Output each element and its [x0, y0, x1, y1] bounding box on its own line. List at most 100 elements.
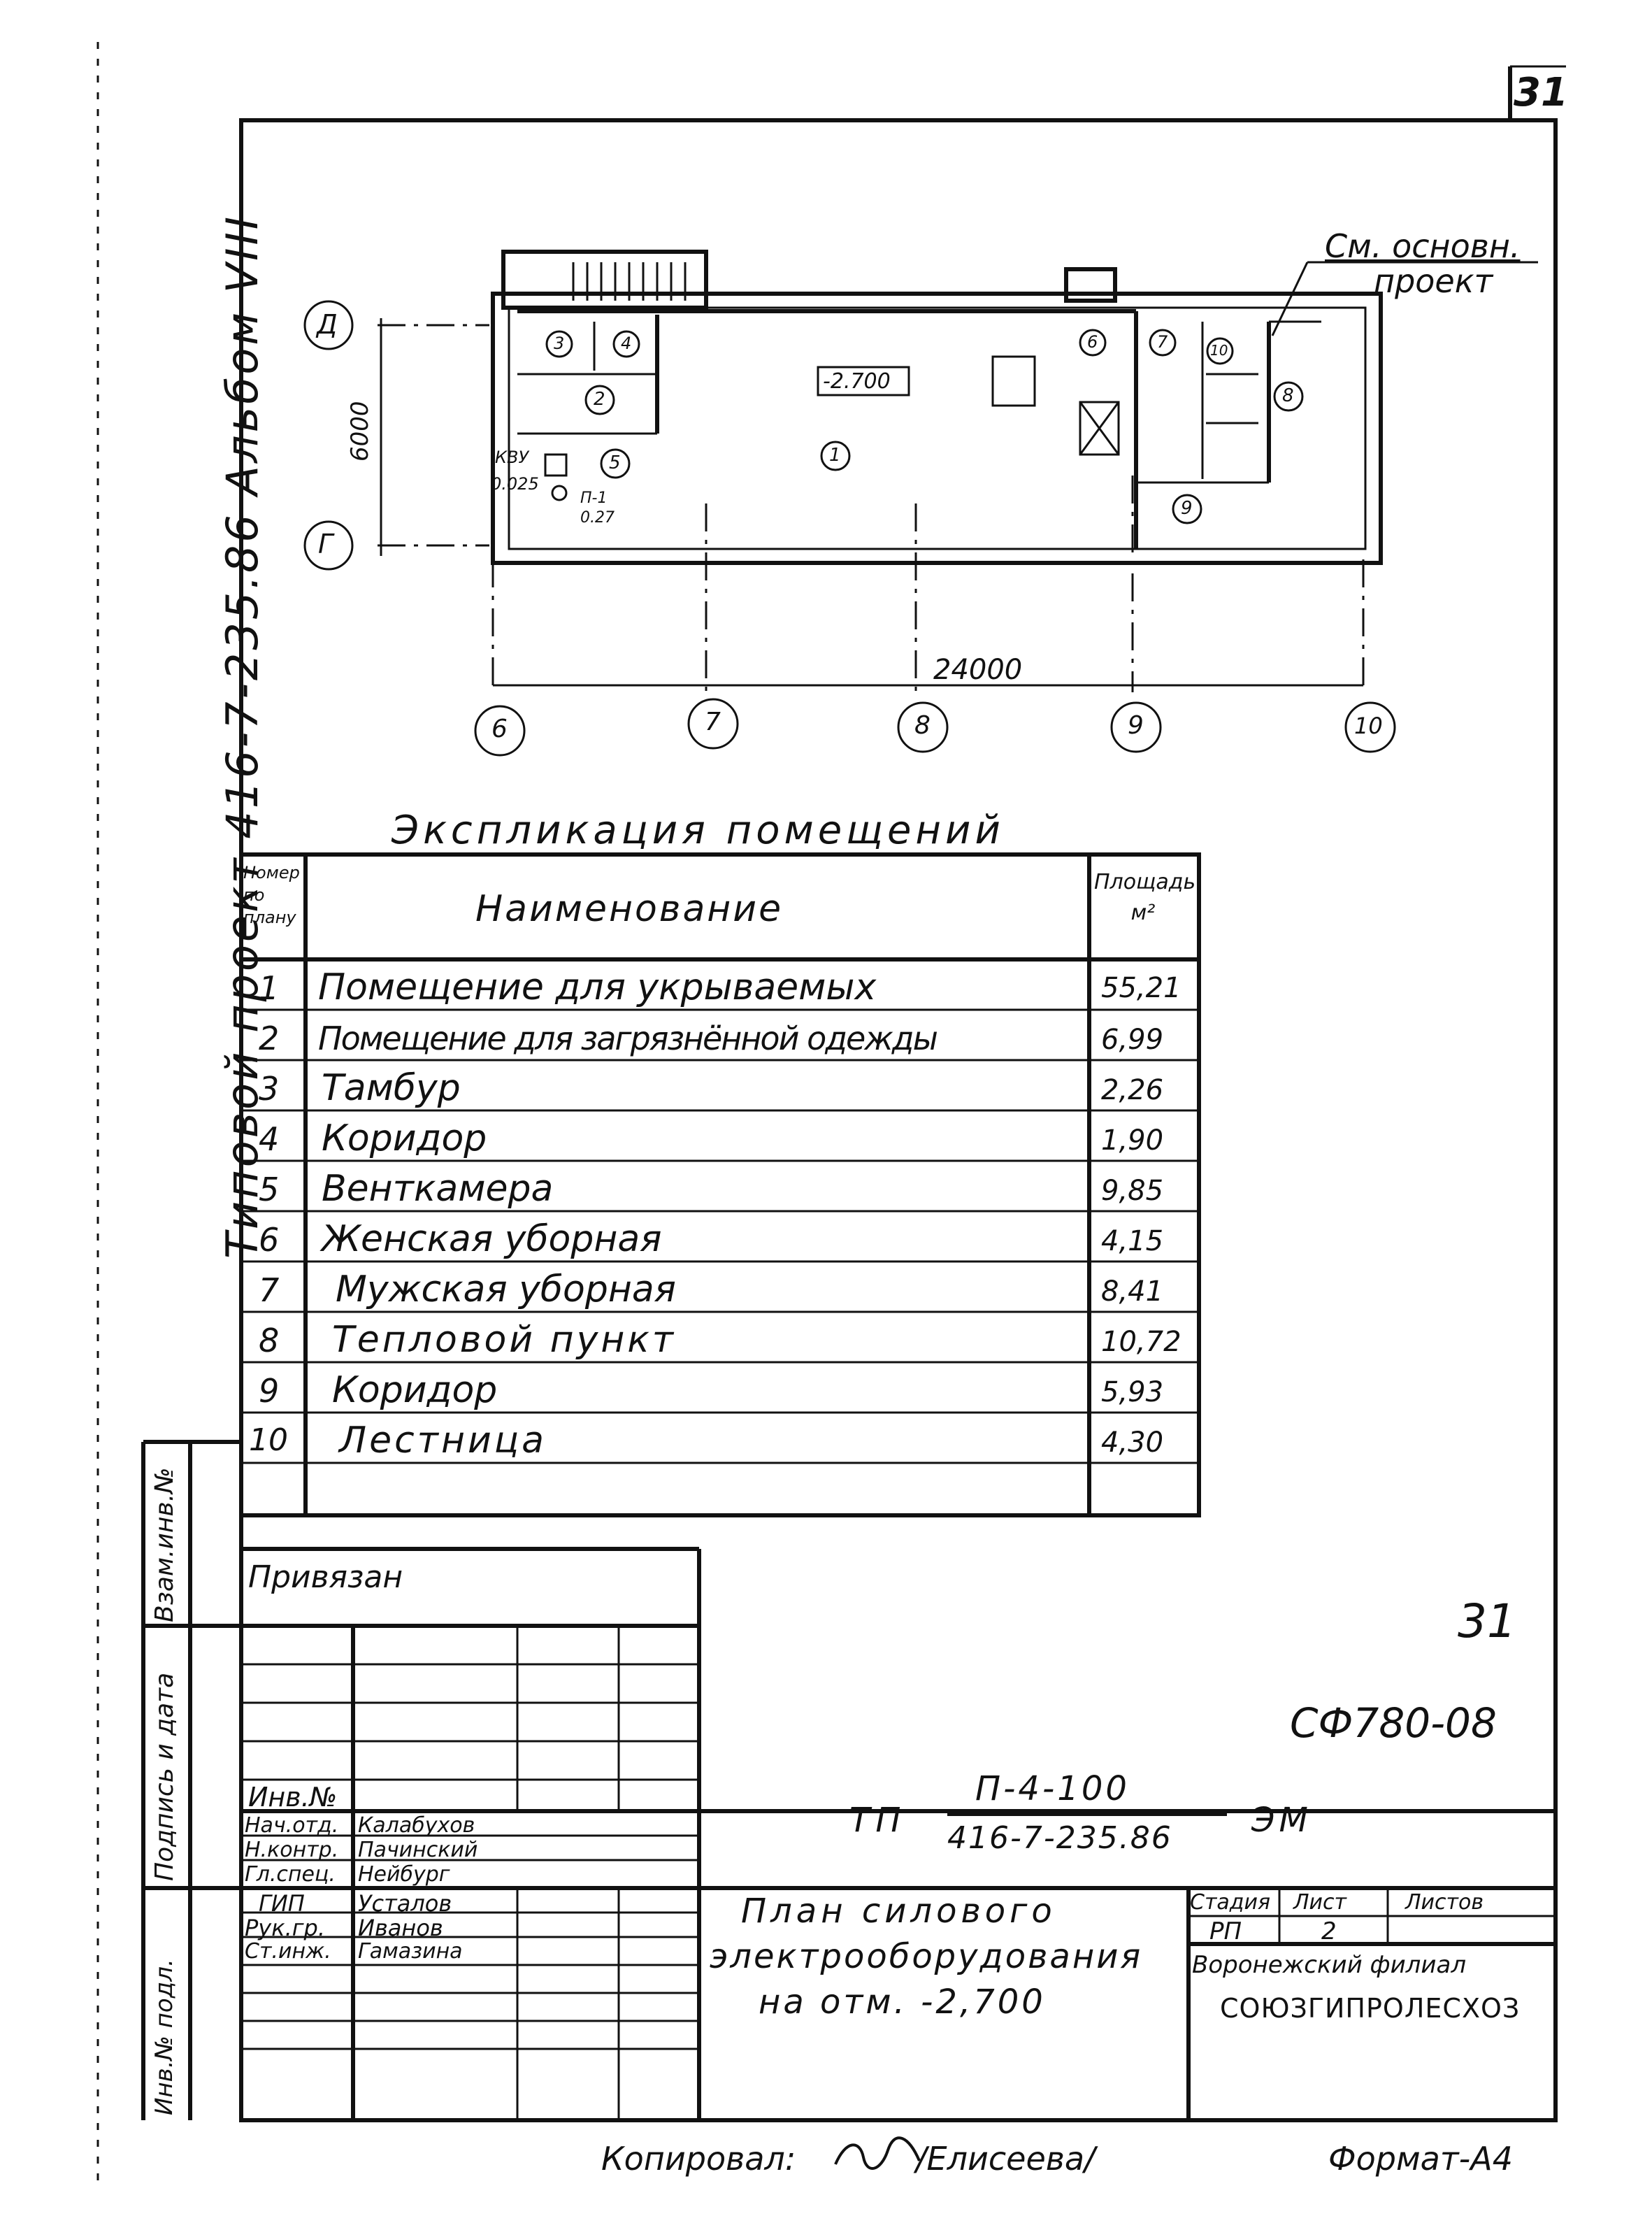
dim-horizontal: 24000: [933, 654, 1023, 686]
row-2-number: 2: [259, 1020, 280, 1057]
row-1-number: 1: [259, 969, 280, 1007]
row-3-number: 3: [259, 1070, 280, 1108]
org-line2: СОЮЗГИПРОЛЕСХОЗ: [1220, 1993, 1521, 2024]
axis-7-label: 7: [705, 708, 721, 736]
sheet-number-mid: 31: [1458, 1594, 1516, 1648]
axis-6-label: 6: [491, 715, 508, 743]
room-mark-7: 7: [1157, 332, 1168, 352]
stamp-role-5: Рук.гр.: [245, 1915, 326, 1941]
stamp-name-5: Иванов: [358, 1915, 443, 1941]
stamp-role-6: Ст.инж.: [245, 1939, 331, 1964]
sheet-code: СФ780-08: [1290, 1699, 1497, 1747]
building-plan: [303, 250, 1538, 757]
stamp-inv-no: Инв.№: [248, 1782, 338, 1813]
plan-note-line2: проект: [1374, 262, 1493, 300]
axis-9-label: 9: [1128, 711, 1144, 740]
tp-prefix: ТП: [849, 1801, 907, 1840]
copier-signature: [832, 2133, 923, 2175]
org-line1: Воронежский филиал: [1192, 1951, 1467, 1979]
sheet-number-top: 31: [1514, 70, 1568, 115]
side-podpis: Подпись и дата: [150, 1672, 179, 1881]
equip2-value: 0.27: [580, 509, 615, 527]
row-7-area: 8,41: [1101, 1275, 1164, 1308]
row-3-area: 2,26: [1101, 1074, 1164, 1106]
axis-g-label: Г: [318, 529, 333, 559]
room-mark-4: 4: [621, 334, 632, 353]
stamp-name-2: Пачинский: [358, 1838, 478, 1862]
room-mark-5: 5: [609, 452, 621, 473]
row-7-name: Мужская уборная: [336, 1268, 676, 1310]
sheet-value: 2: [1321, 1917, 1337, 1945]
room-mark-8: 8: [1282, 385, 1294, 406]
row-9-area: 5,93: [1101, 1376, 1164, 1408]
row-8-name: Тепловой пункт: [332, 1319, 677, 1361]
stamp-name-4: Усталов: [358, 1890, 452, 1917]
row-8-area: 10,72: [1101, 1326, 1181, 1358]
row-10-number: 10: [249, 1422, 288, 1458]
header-number: Номер по плану: [243, 863, 300, 927]
stamp-role-1: Нач.отд.: [245, 1813, 339, 1838]
side-vzam: Взам.инв.№: [150, 1467, 179, 1622]
row-4-area: 1,90: [1101, 1124, 1164, 1157]
tp-suffix: ЭМ: [1251, 1801, 1312, 1840]
stamp-role-3: Гл.спец.: [245, 1862, 336, 1887]
bottom-stamp-grid: [241, 1547, 1556, 2120]
stage-value: РП: [1209, 1917, 1242, 1945]
stamp-name-6: Гамазина: [358, 1939, 463, 1964]
tp-bottom: 416-7-235.86: [947, 1820, 1172, 1856]
stamp-role-2: Н.контр.: [245, 1838, 339, 1862]
row-5-name: Венткамера: [322, 1168, 554, 1210]
room-mark-2: 2: [594, 389, 605, 410]
room-mark-9: 9: [1181, 498, 1193, 519]
row-5-number: 5: [259, 1171, 280, 1208]
axis-8-label: 8: [914, 711, 931, 740]
row-10-name: Лестница: [339, 1420, 547, 1461]
stamp-role-4: ГИП: [259, 1890, 305, 1917]
dim-vertical: 6000: [346, 401, 374, 462]
stage-header: Стадия: [1190, 1890, 1271, 1915]
row-2-area: 6,99: [1101, 1024, 1164, 1056]
row-5-area: 9,85: [1101, 1175, 1164, 1207]
row-6-number: 6: [259, 1221, 280, 1259]
row-1-name: Помещение для укрываемых: [318, 966, 877, 1008]
sheet-header: Лист: [1293, 1890, 1347, 1915]
header-name: Наименование: [475, 888, 784, 930]
plan-level-mark: -2.700: [823, 369, 891, 394]
tp-fraction-bar: [947, 1813, 1227, 1816]
drawing-title-line1: План силового: [741, 1892, 1056, 1931]
row-9-number: 9: [259, 1372, 280, 1410]
stamp-name-3: Нейбург: [358, 1862, 450, 1887]
row-6-name: Женская уборная: [322, 1218, 662, 1260]
side-inv-podl: Инв.№ подл.: [150, 1959, 178, 2115]
row-7-number: 7: [259, 1271, 280, 1309]
copied-by-label: Копировал:: [601, 2140, 796, 2178]
explication-table-grid: [239, 852, 1201, 1517]
row-4-number: 4: [259, 1120, 280, 1158]
tp-top: П-4-100: [975, 1769, 1130, 1808]
equip1-value: 0.025: [491, 474, 539, 494]
room-mark-3: 3: [554, 334, 565, 353]
row-1-area: 55,21: [1101, 972, 1181, 1004]
row-10-area: 4,30: [1101, 1427, 1164, 1459]
side-stamp-grid: [141, 1440, 241, 2120]
row-6-area: 4,15: [1101, 1225, 1164, 1257]
row-4-name: Коридор: [322, 1117, 487, 1159]
axis-d-label: Д: [317, 309, 338, 340]
room-mark-1: 1: [829, 445, 841, 466]
explication-title: Экспликация помещений: [392, 808, 1005, 853]
drawing-title-line2: электрооборудования: [710, 1937, 1143, 1976]
format-label: Формат-А4: [1328, 2140, 1513, 2178]
room-mark-6: 6: [1087, 332, 1098, 352]
axis-10-label: 10: [1354, 713, 1383, 739]
copied-name: /Елисеева/: [916, 2140, 1096, 2178]
header-area: Площадь м²: [1094, 870, 1196, 925]
room-mark-10: 10: [1210, 342, 1228, 359]
plan-note-line1: См. основн.: [1325, 227, 1521, 265]
row-3-name: Тамбур: [322, 1067, 461, 1109]
row-8-number: 8: [259, 1322, 280, 1359]
stamp-privyazan: Привязан: [248, 1559, 403, 1595]
drawing-title-line3: на отм. -2,700: [759, 1982, 1046, 2022]
row-9-name: Коридор: [332, 1369, 498, 1411]
